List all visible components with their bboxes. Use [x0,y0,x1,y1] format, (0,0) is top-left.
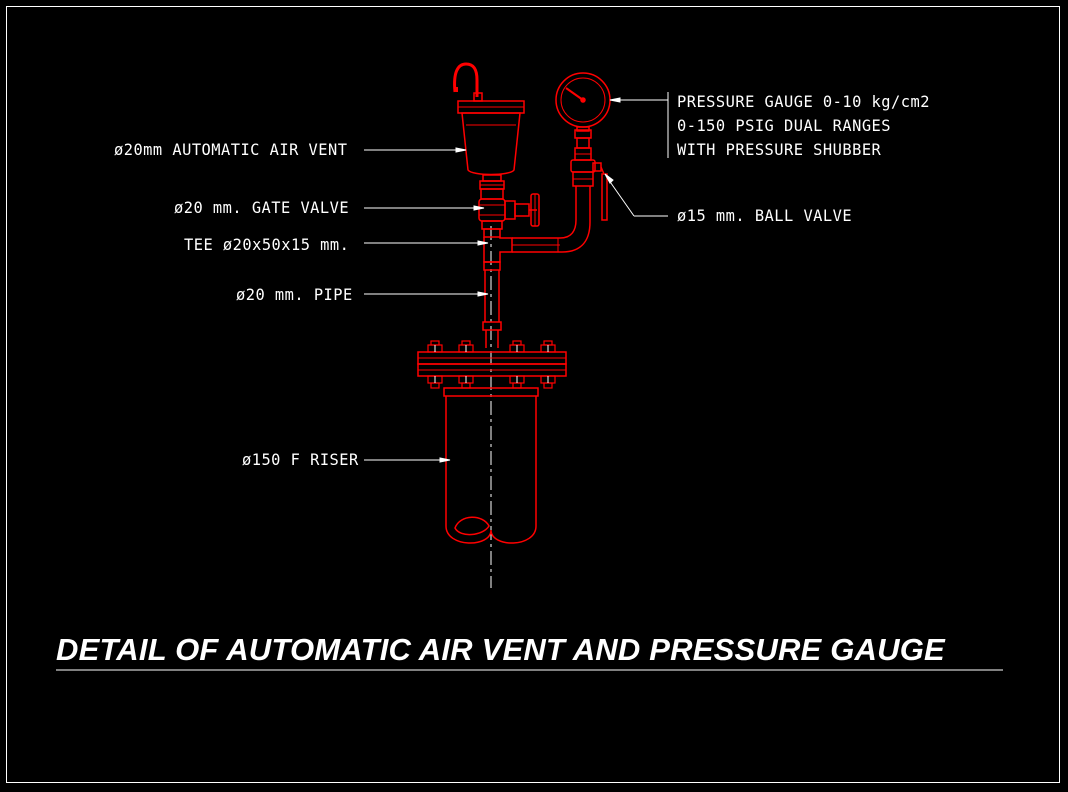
label-gauge-line-1: PRESSURE GAUGE 0-10 kg/cm2 [677,92,930,111]
gate-valve [478,188,540,230]
label-gauge-line-3: WITH PRESSURE SHUBBER [677,140,882,159]
bolt-details [434,345,549,383]
label-ball-valve: ø15 mm. BALL VALVE [677,206,853,225]
label-tee: TEE ø20x50x15 mm. [184,235,350,254]
label-pipe: ø20 mm. PIPE [236,285,353,304]
label-gauge-line-2: 0-150 PSIG DUAL RANGES [677,116,892,135]
label-gate-valve: ø20 mm. GATE VALVE [174,198,350,217]
ball-valve [570,129,608,221]
gauge-branch-pipe [512,186,591,253]
leader-lines [364,92,669,463]
drawing-border [6,6,1060,783]
label-riser: ø150 F RISER [242,450,359,469]
riser-flange [417,351,567,377]
drawing-title: DETAIL OF AUTOMATIC AIR VENT AND PRESSUR… [56,632,945,667]
label-air-vent: ø20mm AUTOMATIC AIR VENT [114,140,348,159]
tee-and-pipe [482,228,513,348]
